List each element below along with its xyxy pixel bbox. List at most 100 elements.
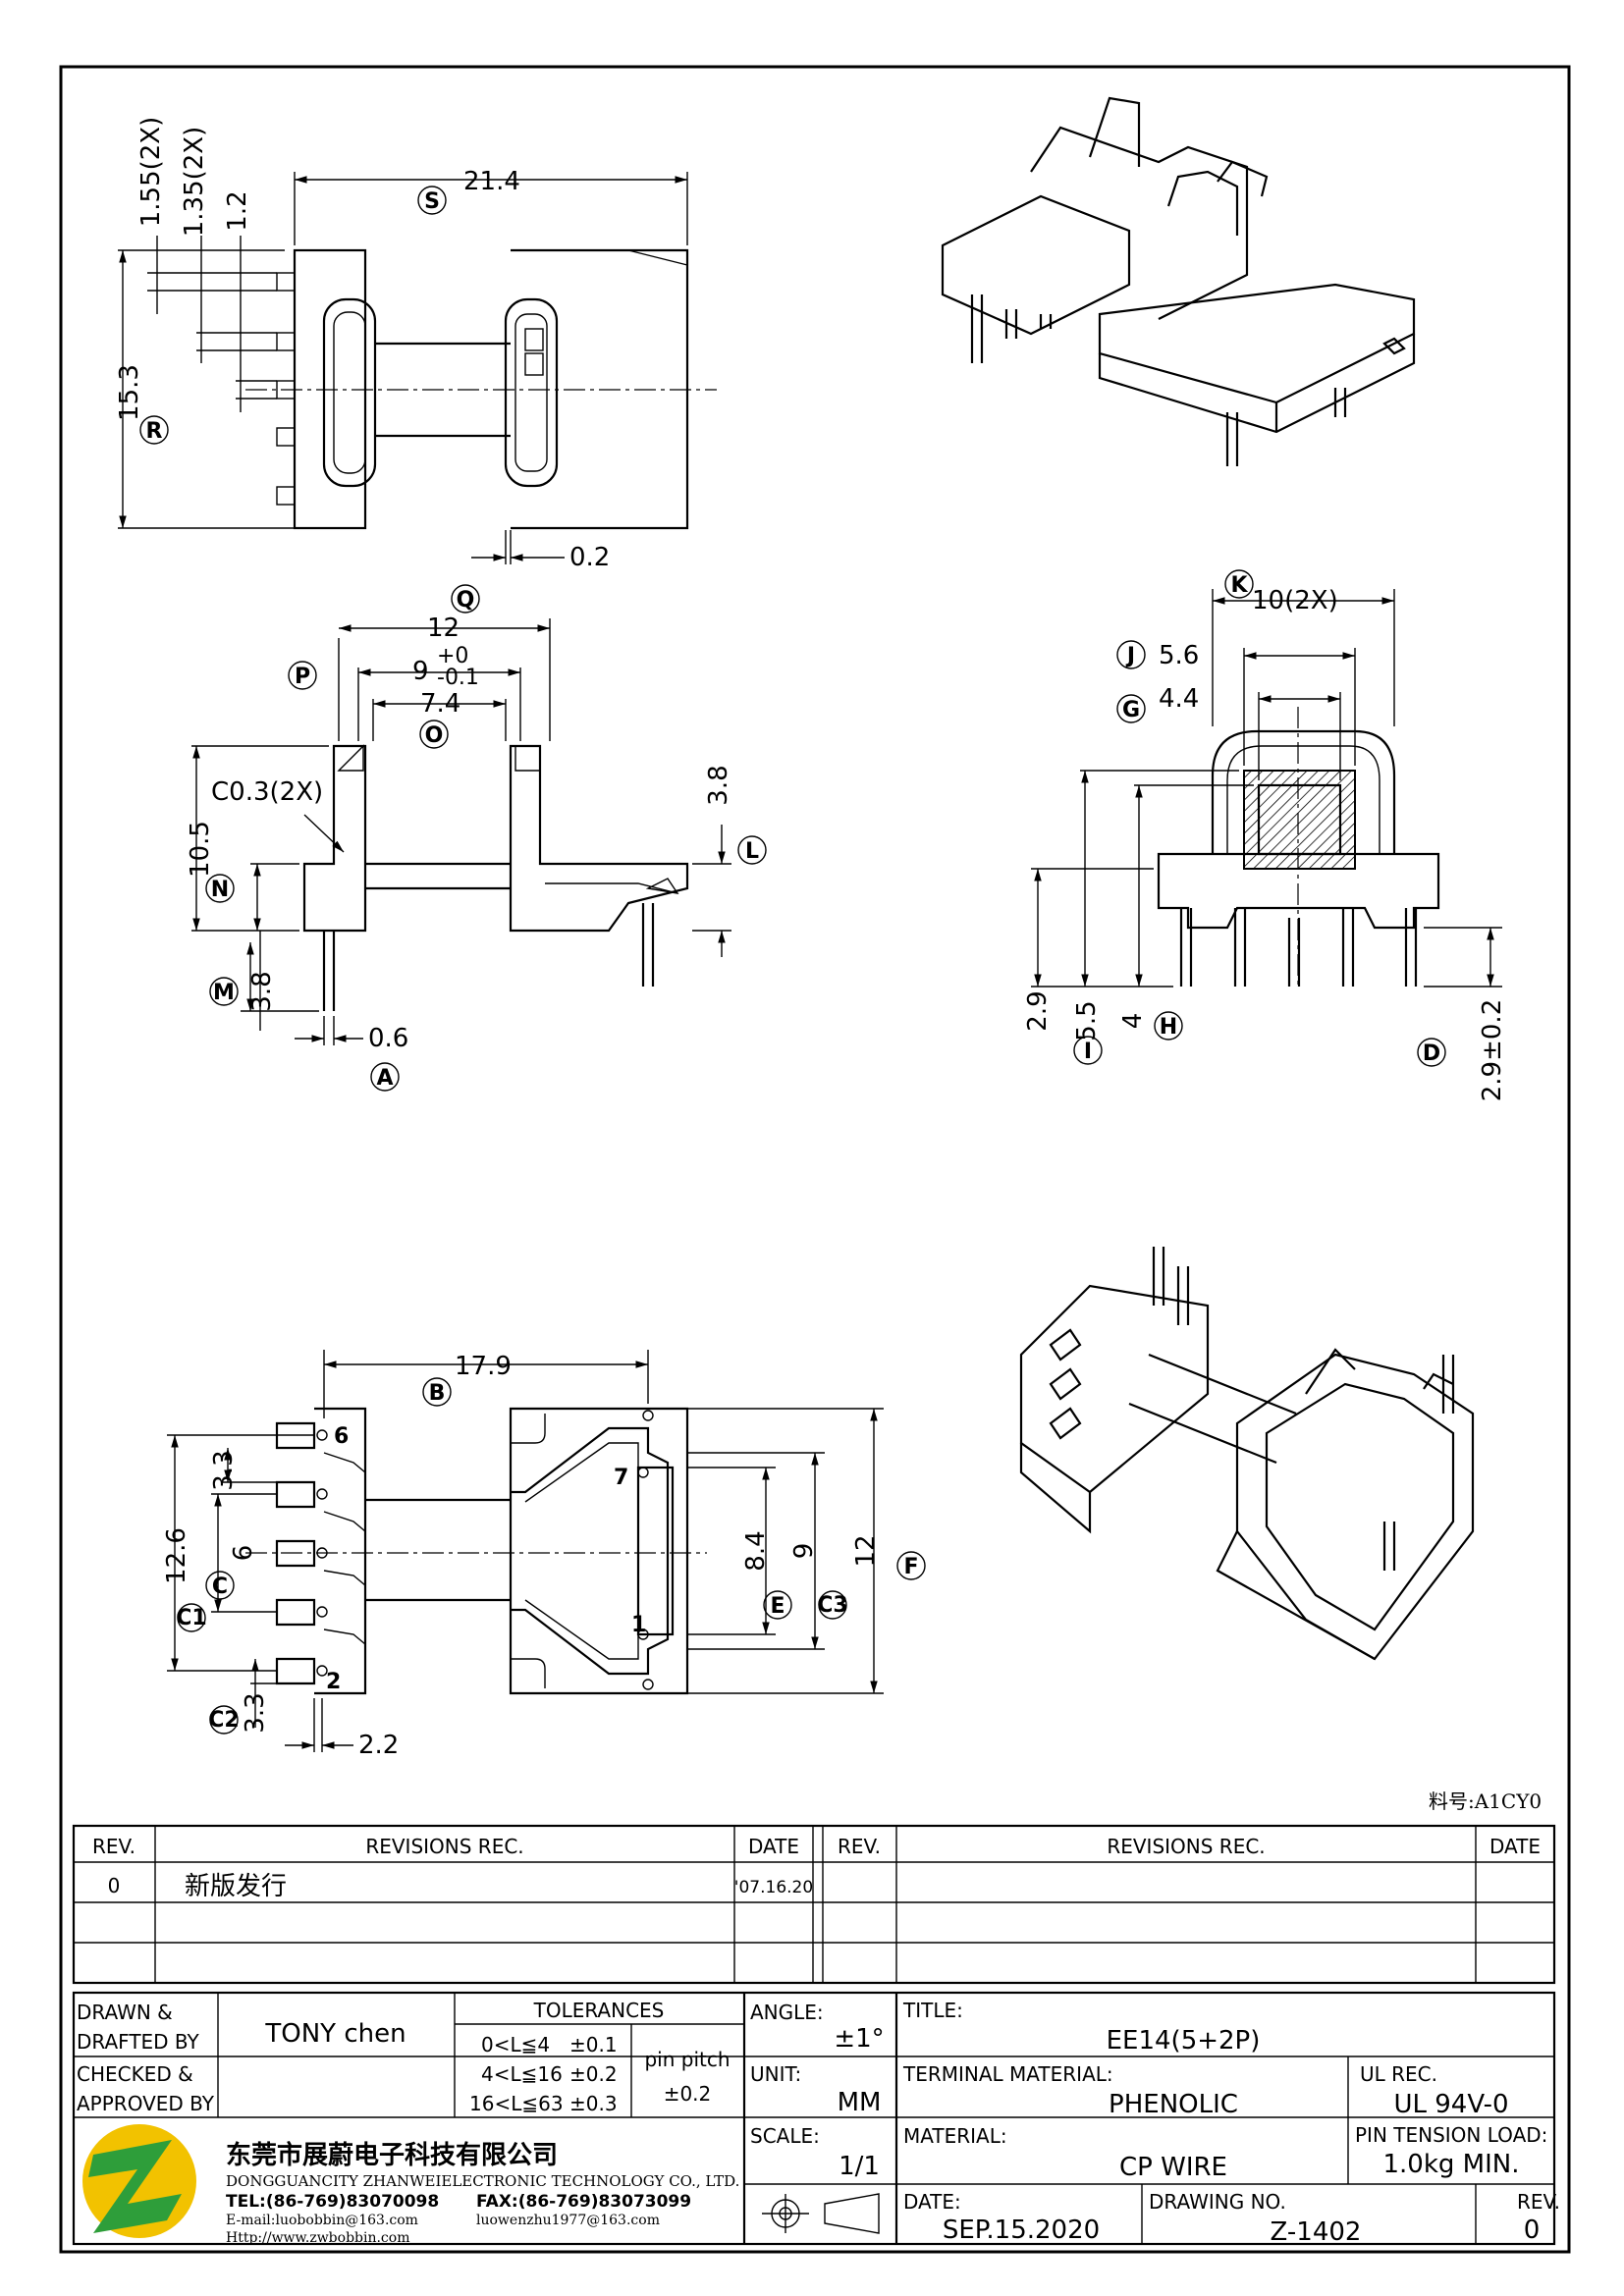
title-block: DRAWN & DRAFTED BY TONY chen CHECKED & A… <box>72 1991 1560 2247</box>
label-c2: C2 <box>208 1708 239 1733</box>
dim-p: 9 <box>412 657 429 686</box>
drawn-value: TONY chen <box>264 2019 406 2049</box>
part-number: 料号:A1CY0 <box>1429 1789 1542 1813</box>
dim-s: 21.4 <box>463 167 520 196</box>
title-label: TITLE: <box>902 1999 963 2022</box>
dim-h: 4 <box>1118 1013 1148 1030</box>
label-j: J <box>1125 644 1135 668</box>
bottom-view: 17.9 B 6 2 7 1 12.6 C1 6 C 3.3 3.3 C2 2.… <box>162 1350 926 1760</box>
dim-pitch: 3.3 <box>209 1450 239 1490</box>
iso-view-bottom <box>1019 1247 1475 1661</box>
dim-j: 5.6 <box>1159 641 1199 670</box>
rev-header-right: REV. <box>838 1835 881 1858</box>
label-p: P <box>295 665 310 689</box>
dim-t3: 1.2 <box>223 190 252 231</box>
label-h: H <box>1160 1015 1177 1040</box>
dim-d29: 2.9 <box>1023 990 1053 1031</box>
rev-row-0-rec: 新版发行 <box>185 1872 287 1901</box>
label-o: O <box>425 723 444 748</box>
label-n: N <box>211 878 229 902</box>
date-header-left: DATE <box>748 1835 799 1858</box>
terminal-material-label: TERMINAL MATERIAL: <box>902 2062 1113 2086</box>
label-d: D <box>1423 1041 1440 1066</box>
material-value: CP WIRE <box>1119 2153 1227 2182</box>
company-email: E-mail:luobobbin@163.com <box>226 2213 418 2228</box>
dim-gap: 0.2 <box>569 543 610 572</box>
dim-c3: 9 <box>789 1543 819 1560</box>
angle-value: ±1° <box>834 2024 884 2054</box>
label-k: K <box>1230 573 1248 598</box>
revisions-table: REV. REVISIONS REC. DATE REV. REVISIONS … <box>72 1824 1556 1985</box>
ul-rec-label: UL REC. <box>1360 2062 1437 2086</box>
dim-c: 6 <box>229 1545 258 1562</box>
company-email-2: luowenzhu1977@163.com <box>476 2213 660 2228</box>
pin-6: 6 <box>334 1424 349 1449</box>
top-view: 21.4 S 15.3 R 1.55(2X) 1.35(2X) 1.2 0.2 <box>115 117 717 572</box>
date-value: SEP.15.2020 <box>943 2216 1100 2245</box>
dim-m: 3.8 <box>247 971 277 1011</box>
label-i: I <box>1084 1040 1092 1064</box>
label-e: E <box>770 1594 785 1619</box>
rev-header-left: REV. <box>92 1835 135 1858</box>
label-c1: C1 <box>176 1606 206 1630</box>
pin-tension-value: 1.0kg MIN. <box>1383 2150 1520 2179</box>
dim-n: 10.5 <box>186 821 215 878</box>
drafted-label: DRAFTED BY <box>77 2030 200 2054</box>
terminal-material-value: PHENOLIC <box>1109 2090 1238 2119</box>
tol1-range: 0<L≦4 <box>481 2033 550 2056</box>
drawing-no-label: DRAWING NO. <box>1149 2190 1286 2214</box>
company-logo <box>82 2124 196 2238</box>
dim-i: 5.5 <box>1072 1000 1102 1041</box>
title-value: EE14(5+2P) <box>1107 2026 1261 2056</box>
tol3-range: 16<L≦63 <box>469 2092 564 2115</box>
dim-g: 4.4 <box>1159 684 1199 714</box>
unit-value: MM <box>838 2088 882 2117</box>
dim-d: 2.9±0.2 <box>1478 999 1507 1101</box>
tol3-value: ±0.3 <box>569 2092 618 2115</box>
tol1-value: ±0.1 <box>569 2033 618 2056</box>
rev-row-0-rev: 0 <box>108 1874 121 1897</box>
label-g: G <box>1122 698 1140 722</box>
dim-a: 0.6 <box>368 1024 408 1053</box>
rec-header-left: REVISIONS REC. <box>365 1835 523 1858</box>
side-view: 12 Q 9 +0 -0.1 P 7.4 O C0.3(2X) 10.5 N 3… <box>186 584 767 1092</box>
pin-2: 2 <box>326 1670 341 1694</box>
pin-1: 1 <box>631 1613 646 1637</box>
tolerances-title: TOLERANCES <box>533 1999 665 2022</box>
scale-value: 1/1 <box>839 2152 880 2181</box>
company-tel: TEL:(86-769)83070098 <box>226 2192 439 2212</box>
unit-label: UNIT: <box>750 2062 801 2086</box>
dim-c2: 3.3 <box>241 1692 270 1733</box>
label-r: R <box>146 419 163 444</box>
dim-e: 8.4 <box>741 1530 771 1571</box>
label-f: F <box>903 1555 918 1579</box>
rec-header-right: REVISIONS REC. <box>1107 1835 1265 1858</box>
sheet-border <box>59 65 1571 2254</box>
drawing-no-value: Z-1402 <box>1271 2217 1362 2247</box>
dim-r: 15.3 <box>115 364 144 421</box>
projection-symbol <box>762 2193 880 2234</box>
end-view: 10(2X) K 5.6 J 4.4 G 4 H 5.5 I 2.9 2.9±0… <box>1023 569 1507 1101</box>
dim-l: 3.8 <box>704 765 733 805</box>
ul-rec-value: UL 94V-0 <box>1393 2090 1508 2119</box>
material-label: MATERIAL: <box>903 2124 1007 2148</box>
label-l: L <box>745 839 759 864</box>
company-name-cn: 东莞市展蔚电子科技有限公司 <box>226 2140 558 2170</box>
label-b: B <box>429 1381 446 1406</box>
pin-pitch-value: ±0.2 <box>664 2082 712 2106</box>
approved-label: APPROVED BY <box>77 2092 215 2115</box>
rev-row-0-date: '07.16.20 <box>734 1878 813 1897</box>
company-fax: FAX:(86-769)83073099 <box>476 2192 691 2212</box>
dim-p-tol-plus: +0 <box>437 644 468 668</box>
drawn-label: DRAWN & <box>77 2001 173 2024</box>
dim-chamfer: C0.3(2X) <box>211 777 323 807</box>
dim-t2: 1.35(2X) <box>180 127 209 238</box>
label-c3: C3 <box>817 1593 847 1618</box>
pin-tension-label: PIN TENSION LOAD: <box>1355 2123 1547 2147</box>
dim-q: 12 <box>427 614 460 643</box>
date-label: DATE: <box>903 2190 961 2214</box>
dim-b: 17.9 <box>455 1352 512 1381</box>
iso-view-top <box>941 96 1416 466</box>
label-c: C <box>212 1575 228 1599</box>
